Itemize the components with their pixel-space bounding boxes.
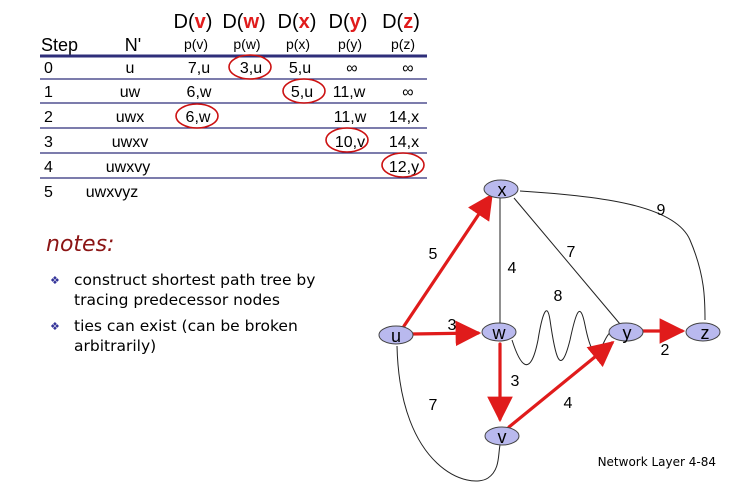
selected-circle-v — [175, 103, 219, 129]
slide-footer: Network Layer 4-84 — [597, 455, 716, 469]
row3-nprime: uwxv — [112, 134, 148, 151]
edge-x-y — [513, 197, 621, 325]
row2-step: 2 — [44, 109, 53, 126]
node-label-y: y — [623, 323, 632, 343]
weight-u-w: 3 — [448, 317, 457, 334]
header-px: p(x) — [286, 36, 310, 52]
row2-z: 14,x — [389, 109, 419, 126]
node-u — [378, 325, 414, 345]
selected-circle-x — [282, 78, 326, 104]
notes-list: ❖ construct shortest path tree by tracin… — [48, 270, 358, 362]
row1-x: 5,u — [291, 84, 313, 101]
edge-x-z — [519, 190, 706, 321]
edge-u-v — [396, 345, 501, 482]
header-dx: D(x) — [278, 11, 317, 33]
node-label-u: u — [391, 326, 401, 346]
selected-circle-w — [228, 54, 272, 80]
row2-y: 11,w — [334, 109, 367, 126]
header-step: Step — [41, 35, 78, 55]
path-edge-u-w — [410, 320, 482, 347]
row0-v: 7,u — [188, 60, 210, 77]
header-dy: D(y) — [329, 11, 368, 33]
notes-title: notes: — [46, 232, 115, 257]
weight-y-z: 2 — [661, 342, 670, 359]
selected-circle-z — [381, 152, 425, 178]
row1-y: 11,w — [333, 84, 366, 101]
header-pz: p(z) — [391, 36, 415, 52]
weight-u-x: 5 — [429, 246, 438, 263]
row1-z: ∞ — [402, 84, 413, 101]
row5-step: 5 — [44, 184, 53, 201]
row2-nprime: uwx — [116, 109, 144, 126]
note-item: ❖ construct shortest path tree by tracin… — [48, 270, 358, 310]
header-pv: p(v) — [184, 36, 208, 52]
row4-z: 12,y — [389, 159, 419, 176]
node-y — [608, 322, 644, 342]
header-dv: D(v) — [174, 11, 213, 33]
weight-x-w: 4 — [508, 260, 517, 277]
path-edge-u-x — [402, 193, 493, 328]
weight-v-y: 4 — [564, 395, 573, 412]
row0-y: ∞ — [346, 60, 357, 77]
edge-w-y-wavy — [511, 310, 616, 365]
weight-w-y: 8 — [554, 288, 563, 305]
row0-step: 0 — [44, 60, 53, 77]
header-dz: D(z) — [382, 11, 420, 33]
header-py: p(y) — [338, 36, 362, 52]
row0-w: 3,u — [240, 60, 262, 77]
header-nprime: N' — [125, 35, 141, 55]
node-w — [481, 322, 517, 342]
diamond-bullet-icon: ❖ — [50, 274, 60, 287]
row0-x: 5,u — [289, 60, 311, 77]
weight-w-v: 3 — [511, 373, 520, 390]
row5-nprime: uwxvyz — [86, 184, 138, 201]
note-item: ❖ ties can exist (can be broken arbitrar… — [48, 316, 358, 356]
row2-v: 6,w — [186, 109, 211, 126]
row3-y: 10,v — [335, 134, 365, 151]
row3-z: 14,x — [389, 134, 419, 151]
row0-z: ∞ — [402, 60, 413, 77]
note-text: construct shortest path tree by tracing … — [74, 271, 316, 309]
weight-x-y: 7 — [567, 244, 576, 261]
row3-step: 3 — [44, 134, 53, 151]
note-text: ties can exist (can be broken arbitraril… — [74, 317, 298, 355]
path-edge-v-y — [507, 340, 615, 429]
node-label-x: x — [498, 180, 507, 200]
node-v — [484, 426, 520, 446]
row1-nprime: uw — [120, 84, 141, 101]
row1-v: 6,w — [187, 84, 212, 101]
node-label-z: z — [701, 323, 710, 343]
weight-x-z: 9 — [657, 202, 666, 219]
selected-circle-y — [325, 127, 369, 153]
node-label-w: w — [492, 323, 507, 343]
row0-nprime: u — [126, 60, 135, 77]
node-x — [483, 179, 519, 199]
node-label-v: v — [498, 427, 507, 447]
diamond-bullet-icon: ❖ — [50, 320, 60, 333]
header-dw: D(w) — [222, 11, 265, 33]
row4-nprime: uwxvy — [106, 159, 150, 176]
row4-step: 4 — [44, 159, 53, 176]
node-z — [685, 322, 721, 342]
row1-step: 1 — [44, 84, 53, 101]
header-pw: p(w) — [233, 36, 260, 52]
weight-u-v: 7 — [429, 397, 438, 414]
